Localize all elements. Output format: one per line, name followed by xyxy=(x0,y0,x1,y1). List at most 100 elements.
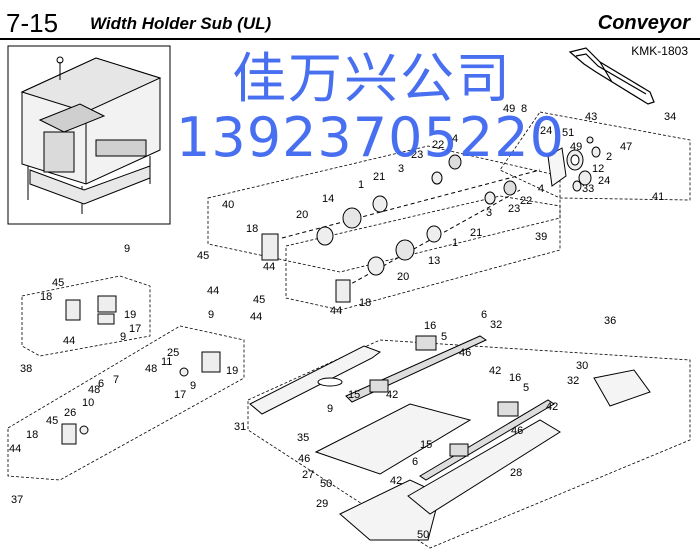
callout-label: 21 xyxy=(373,171,385,183)
callout-label: 46 xyxy=(298,453,310,465)
callout-label: 6 xyxy=(412,456,418,468)
callout-label: 15 xyxy=(348,389,360,401)
callout-label: 11 xyxy=(161,356,172,368)
callout-label: 4 xyxy=(538,183,544,195)
callout-label: 16 xyxy=(509,372,521,384)
callout-label: 9 xyxy=(120,331,126,343)
callout-label: 20 xyxy=(397,271,409,283)
callout-label: 5 xyxy=(523,382,529,394)
callout-label: 18 xyxy=(40,291,52,303)
callout-label: 34 xyxy=(664,111,676,123)
callout-label: 22 xyxy=(520,195,532,207)
callout-label: 15 xyxy=(420,439,432,451)
callout-label: 43 xyxy=(585,111,597,123)
callout-label: 47 xyxy=(620,141,632,153)
model-code: KMK-1803 xyxy=(631,44,688,58)
callout-label: 48 xyxy=(145,363,157,375)
callout-label: 32 xyxy=(567,375,579,387)
callout-label: 30 xyxy=(576,360,588,372)
callout-label: 44 xyxy=(330,305,342,317)
callout-label: 9 xyxy=(208,309,214,321)
callout-label: 1 xyxy=(452,237,458,249)
watermark-company-name: 佳万兴公司 xyxy=(232,47,512,110)
part-pulley-assembly-right xyxy=(547,136,601,192)
part-plates xyxy=(249,345,651,541)
part-34-bracket xyxy=(568,47,655,105)
callout-label: 8 xyxy=(521,103,527,115)
callout-label: 21 xyxy=(470,227,482,239)
callout-label: 44 xyxy=(250,311,262,323)
callout-label: 32 xyxy=(490,319,502,331)
callout-label: 50 xyxy=(417,529,429,541)
section-name: Conveyor xyxy=(597,12,690,34)
callout-label: 42 xyxy=(546,401,558,413)
callout-label: 3 xyxy=(486,207,492,219)
callout-label: 9 xyxy=(124,243,130,255)
callout-label: 7 xyxy=(113,374,119,386)
callout-label: 18 xyxy=(26,429,38,441)
callout-label: 16 xyxy=(424,320,436,332)
callout-label: 12 xyxy=(592,163,604,175)
callout-label: 2 xyxy=(606,151,612,163)
page-number: 7-15 xyxy=(6,8,59,38)
callout-label: 51 xyxy=(562,127,574,139)
callout-label: 19 xyxy=(226,365,238,377)
callout-label: 37 xyxy=(11,494,23,506)
callout-label: 46 xyxy=(459,347,471,359)
callout-label: 39 xyxy=(535,231,547,243)
callout-label: 4 xyxy=(452,133,458,145)
part-shaft-upper xyxy=(261,154,541,261)
callout-label: 41 xyxy=(652,191,664,203)
callout-label: 9 xyxy=(327,403,333,415)
callout-label: 27 xyxy=(302,469,314,481)
callout-label: 19 xyxy=(124,309,136,321)
callout-label: 6 xyxy=(98,378,104,390)
callout-label: 29 xyxy=(316,498,328,510)
callout-label: 28 xyxy=(510,467,522,479)
callout-label: 50 xyxy=(320,478,332,490)
callout-label: 17 xyxy=(174,389,186,401)
callout-label: 9 xyxy=(190,380,196,392)
callout-label: 49 xyxy=(503,103,515,115)
callout-label: 49 xyxy=(570,141,582,153)
callout-label: 6 xyxy=(481,309,487,321)
callout-label: 46 xyxy=(511,425,523,437)
callout-label: 25 xyxy=(167,347,179,359)
callout-label: 38 xyxy=(20,363,32,375)
callout-label: 44 xyxy=(9,443,21,455)
page-title: Width Holder Sub (UL) xyxy=(90,14,272,33)
machine-overview-inset xyxy=(7,45,171,225)
callout-label: 35 xyxy=(297,432,309,444)
callout-label: 23 xyxy=(508,203,520,215)
callout-label: 17 xyxy=(129,323,141,335)
callout-label: 5 xyxy=(441,331,447,343)
callout-label: 42 xyxy=(390,475,402,487)
callout-label: 44 xyxy=(207,285,219,297)
panel-outlines xyxy=(7,111,691,549)
callout-label: 23 xyxy=(411,149,423,161)
header-divider xyxy=(0,38,700,40)
callout-label: 10 xyxy=(82,397,94,409)
callout-label: 18 xyxy=(359,297,371,309)
part-rails xyxy=(345,335,555,481)
watermark-phone: 13923705220 xyxy=(176,106,565,169)
callout-label: 18 xyxy=(246,223,258,235)
callout-label: 31 xyxy=(234,421,246,433)
part-shaft-lower xyxy=(335,180,521,303)
callout-label: 45 xyxy=(52,277,64,289)
callout-label: 22 xyxy=(432,139,444,151)
callout-label: 24 xyxy=(598,175,610,187)
callout-label: 3 xyxy=(398,163,404,175)
callout-label: 24 xyxy=(540,125,552,137)
part-blocks-left xyxy=(61,295,221,445)
callout-label: 44 xyxy=(63,335,75,347)
callout-label: 20 xyxy=(296,209,308,221)
callout-label: 48 xyxy=(88,384,100,396)
callout-label: 45 xyxy=(197,250,209,262)
callout-label: 1 xyxy=(358,179,364,191)
callout-label: 36 xyxy=(604,315,616,327)
callout-label: 42 xyxy=(489,365,501,377)
